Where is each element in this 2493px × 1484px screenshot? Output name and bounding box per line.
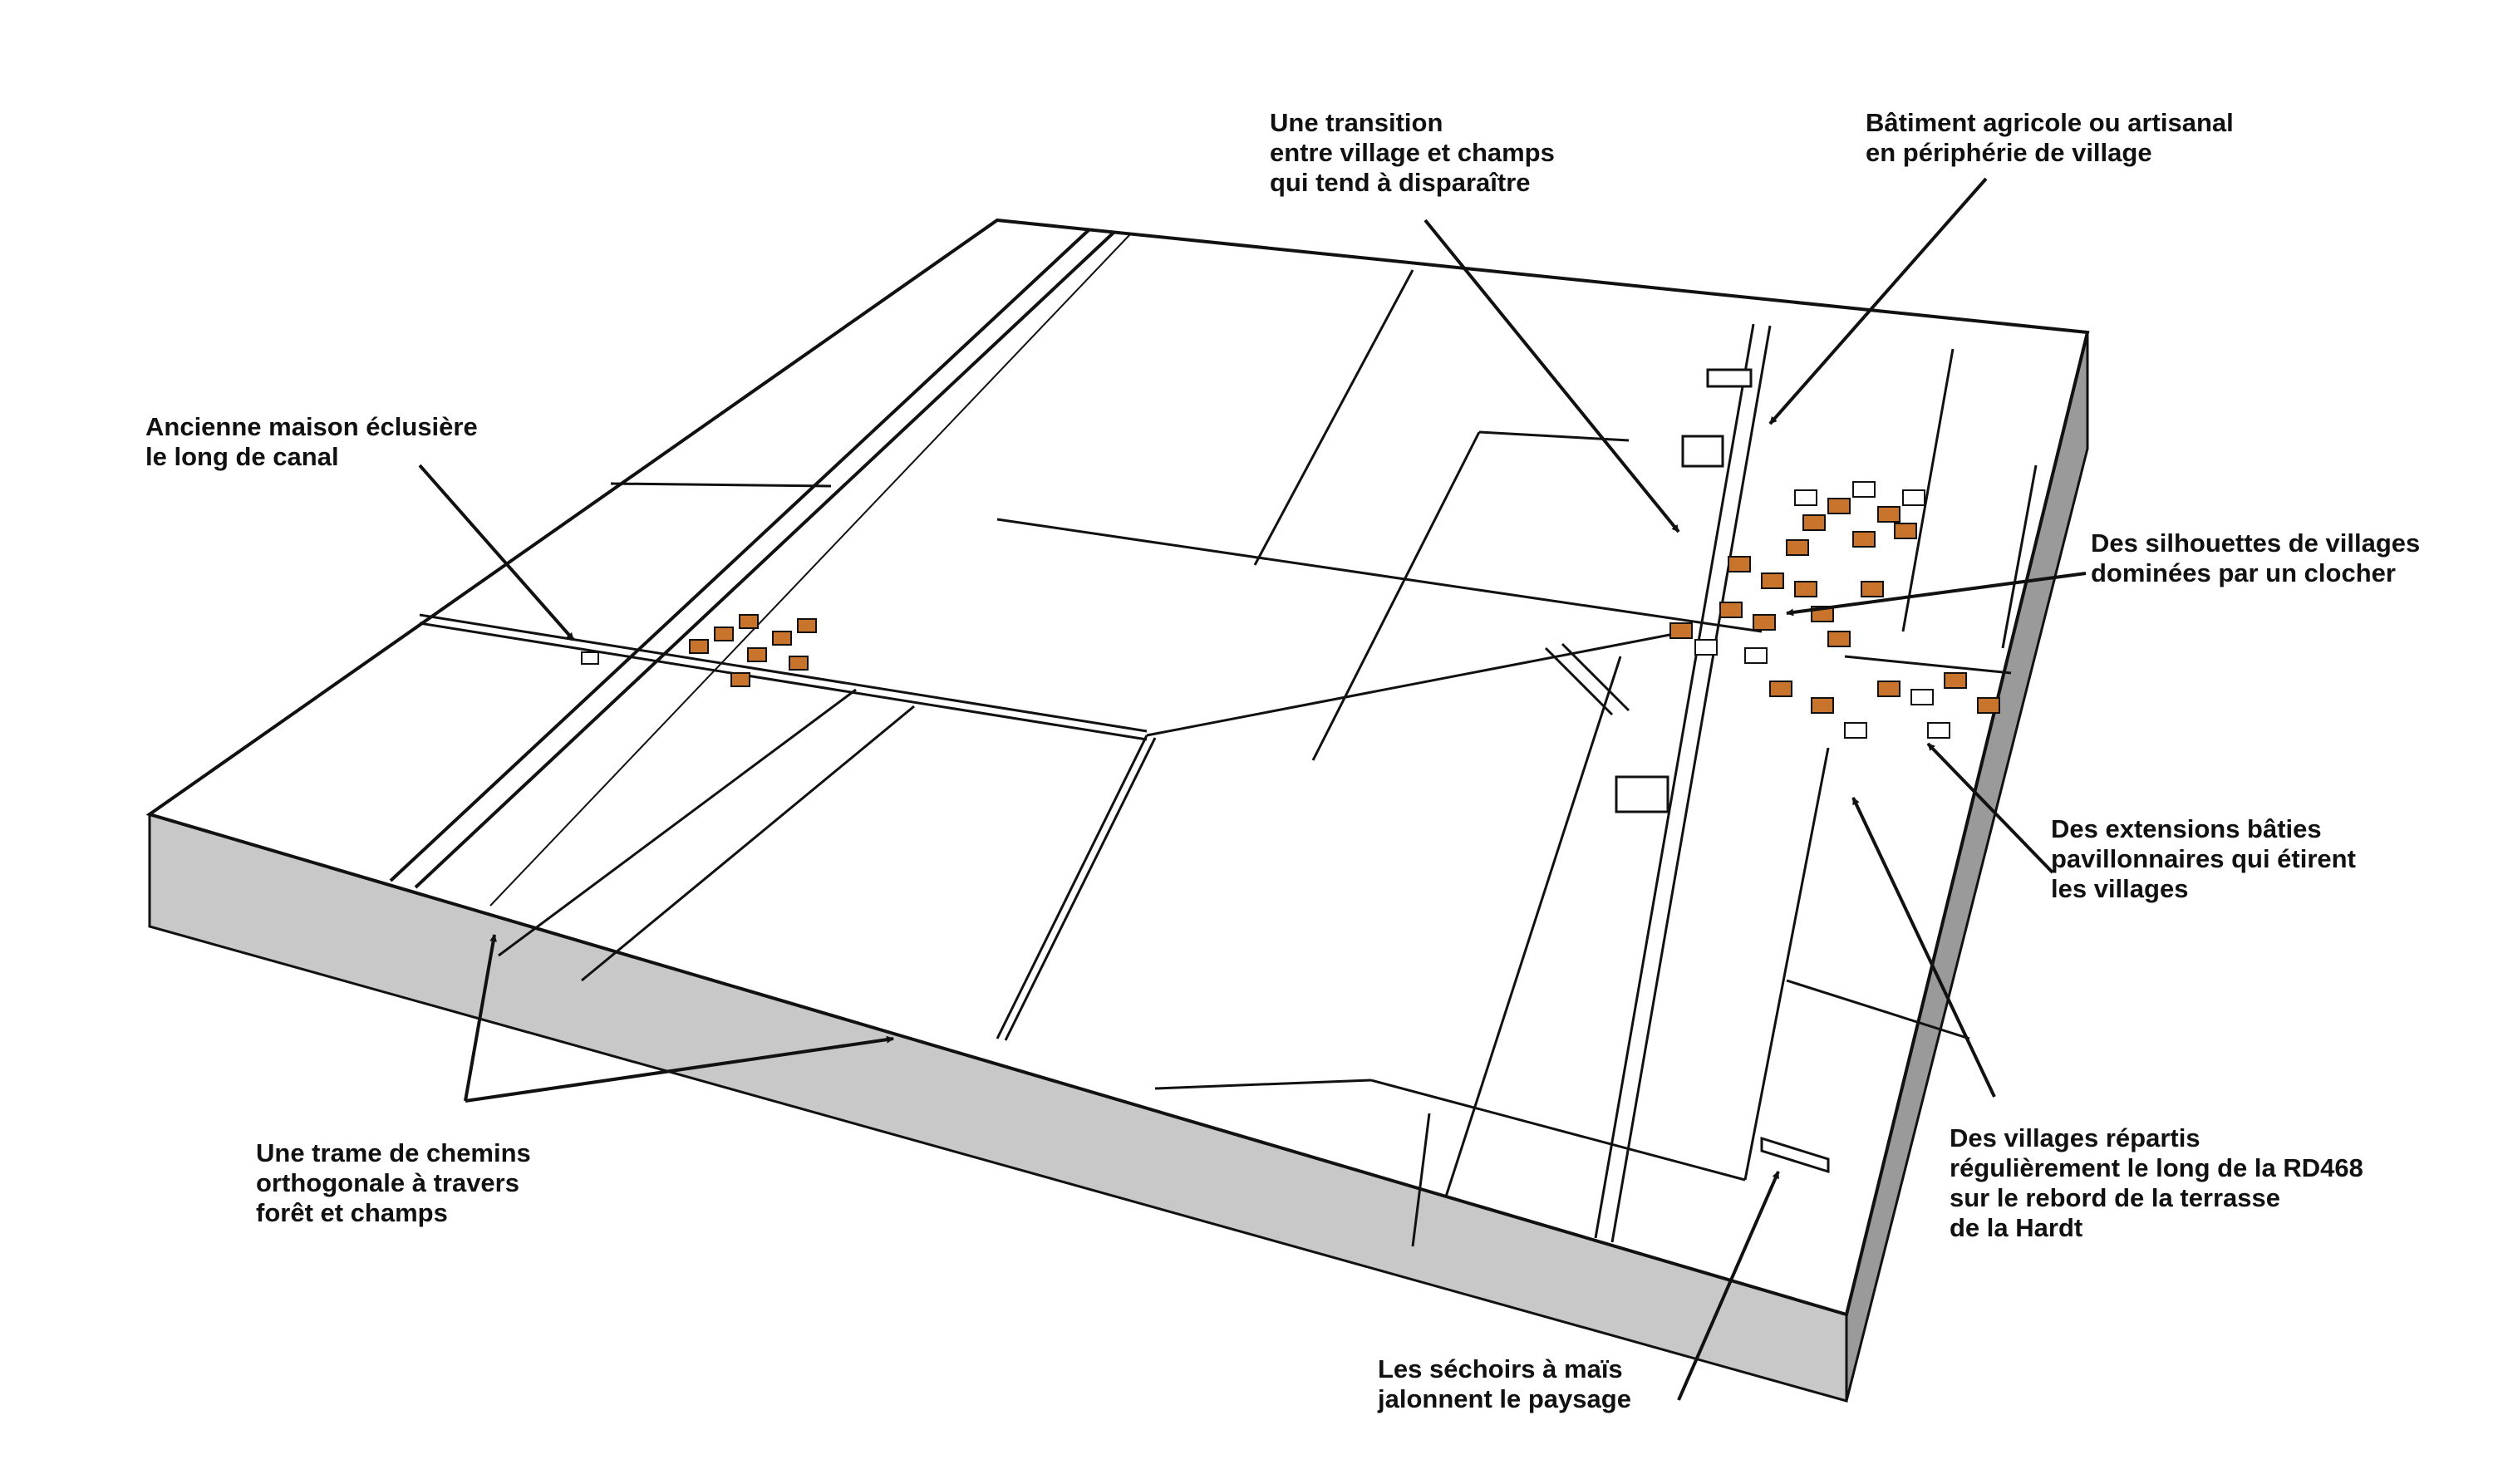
arrow-transition (1424, 219, 1680, 533)
annotation-grid-paths: Une trame de chemins orthogonale à trave… (256, 1138, 531, 1227)
arrow-dryers (1677, 1171, 1780, 1401)
annotation-transition: Une transition entre village et champs q… (1270, 108, 1555, 197)
annotation-villages-rd468: Des villages répartis régulièrement le l… (1950, 1123, 2363, 1242)
western-village (581, 614, 817, 687)
arrow-silhouettes (1786, 572, 2087, 617)
annotation-arrows (418, 177, 2087, 1401)
arrow-grid-paths-left (464, 934, 498, 1102)
arrow-villages-rd468 (1851, 797, 1996, 1098)
arrow-grid-paths-right (465, 1035, 894, 1103)
annotation-farm-building: Bâtiment agricole ou artisanal en périph… (1866, 108, 2234, 167)
annotation-extensions: Des extensions bâties pavillonnaires qui… (2051, 814, 2356, 903)
arrow-extensions (1926, 742, 2054, 874)
farm-buildings (1615, 368, 1830, 1174)
annotation-silhouettes: Des silhouettes de villages dominées par… (2091, 528, 2421, 587)
arrow-farm-building (1768, 177, 1988, 425)
annotation-lock-house: Ancienne maison éclusière le long de can… (145, 412, 478, 471)
arrow-lock-house (418, 464, 575, 641)
eastern-village (1669, 481, 2000, 739)
annotation-dryers: Les séchoirs à maïs jalonnent le paysage (1378, 1354, 1631, 1413)
path-network (419, 269, 2038, 1247)
canal (389, 228, 1131, 907)
